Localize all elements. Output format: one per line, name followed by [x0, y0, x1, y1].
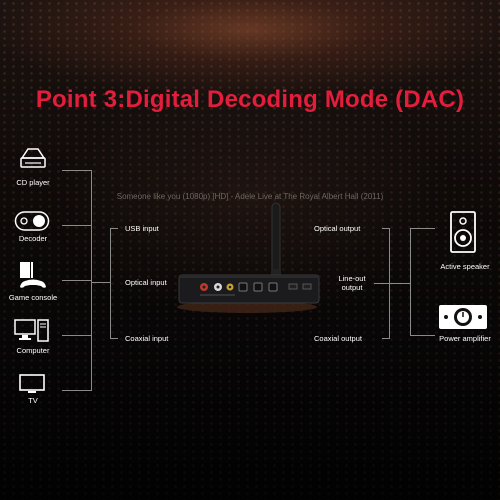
amplifier-icon: [439, 305, 487, 329]
target-label-active-speaker: Active speaker: [440, 262, 490, 271]
decoder-icon: [14, 211, 50, 231]
cd-player-icon: [20, 148, 46, 168]
target-label-power-amplifier: Power amplifier: [439, 334, 491, 343]
game-console-icon: [20, 262, 46, 288]
source-connector-2: [62, 225, 92, 226]
coaxial-input-label: Coaxial input: [125, 334, 169, 343]
usb-input-label: USB input: [125, 224, 159, 233]
line-out-output-label: Line-out output: [338, 274, 366, 292]
input-tick-bottom: [110, 338, 118, 339]
source-label-decoder: Decoder: [18, 234, 48, 243]
speaker-icon: [450, 211, 476, 253]
video-caption: Someone like you (1080p) [HD] - Adele Li…: [116, 192, 384, 201]
page-title: Point 3:Digital Decoding Mode (DAC): [35, 86, 465, 113]
source-label-cd-player: CD player: [16, 178, 50, 187]
optical-input-label: Optical input: [125, 278, 167, 287]
dac-device: [177, 202, 320, 313]
optical-output-label: Optical output: [314, 224, 361, 233]
source-connector-1: [62, 170, 92, 171]
source-label-tv: TV: [28, 396, 38, 405]
output-tick-middle: [374, 283, 390, 284]
input-bracket-line: [110, 228, 111, 338]
coaxial-output-label: Coaxial output: [314, 334, 362, 343]
source-connector-4: [62, 335, 92, 336]
output-tick-bottom: [382, 338, 390, 339]
input-tick-top: [110, 228, 118, 229]
source-connector-3: [62, 280, 92, 281]
center-connector-line: [92, 282, 110, 283]
source-label-computer: Computer: [16, 346, 50, 355]
source-label-game-console: Game console: [8, 293, 58, 302]
computer-icon: [14, 319, 49, 342]
output-tick-top: [382, 228, 390, 229]
target-connector-1: [410, 228, 435, 229]
right-bracket-line: [410, 228, 411, 336]
tv-icon: [19, 374, 45, 393]
source-connector-5: [62, 390, 92, 391]
target-connector-2: [410, 335, 435, 336]
output-center-line: [390, 283, 410, 284]
